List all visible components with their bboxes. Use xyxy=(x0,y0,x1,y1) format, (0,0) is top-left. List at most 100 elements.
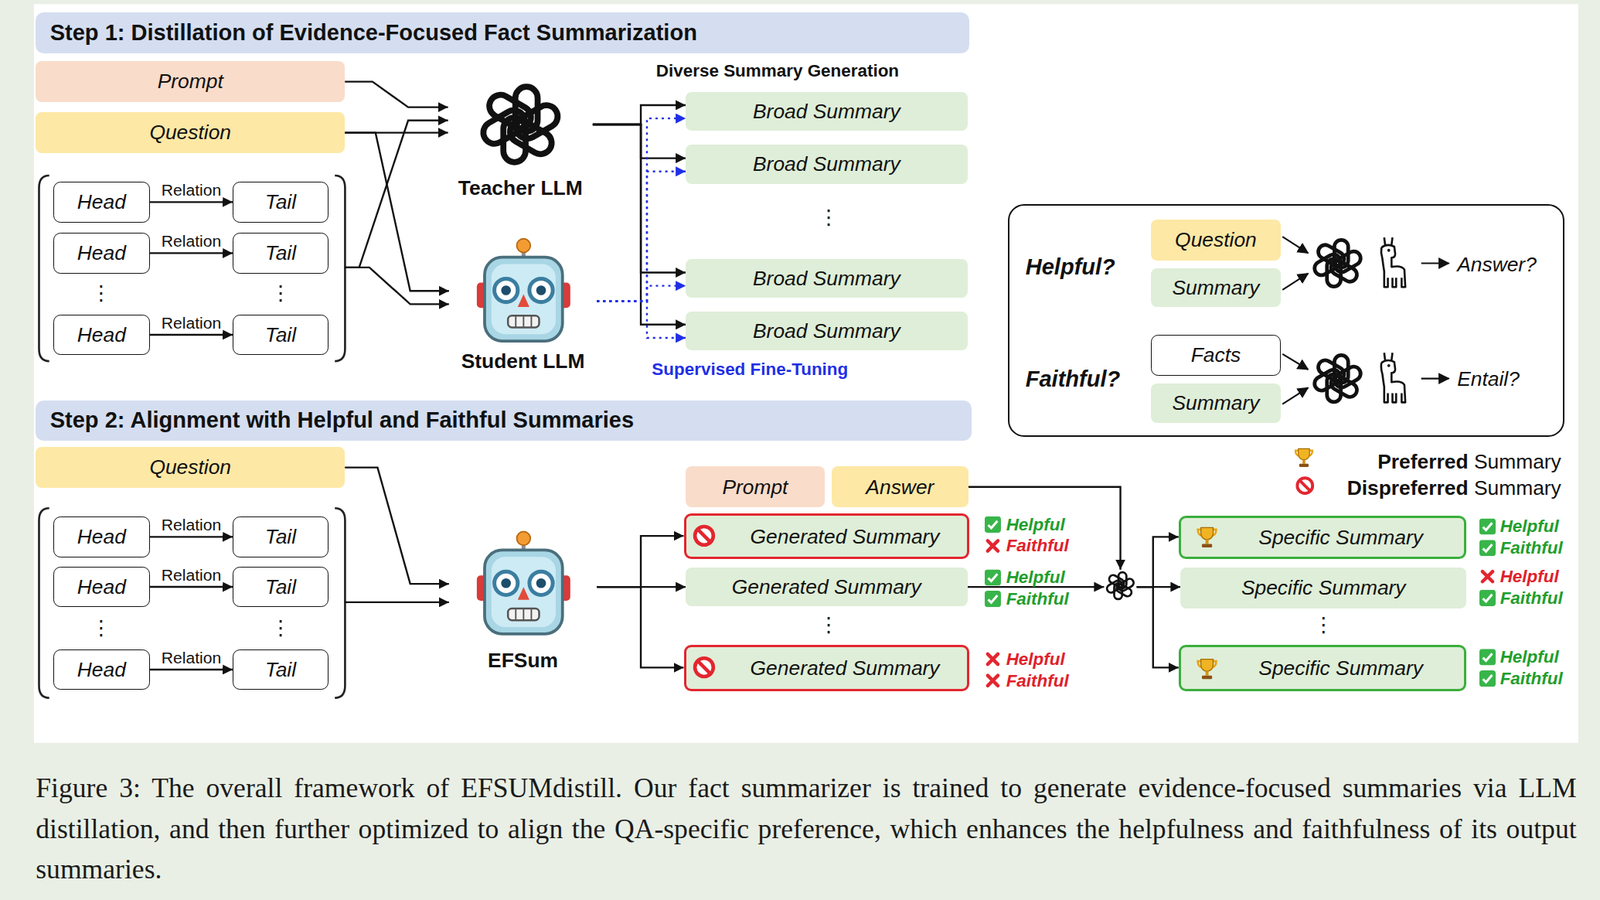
status-label: Faithful xyxy=(1006,535,1069,556)
cross-icon xyxy=(1482,571,1493,582)
flow-arrow xyxy=(149,535,233,538)
summary-box: Specific Summary xyxy=(1180,567,1467,609)
ellipsis-mark: ⋮ xyxy=(270,616,291,640)
check-icon xyxy=(984,590,1001,607)
check-icon xyxy=(984,516,1001,533)
fine-tuning-arrow xyxy=(596,300,686,338)
llm-model: Teacher LLM xyxy=(448,76,593,201)
node-label: Summary xyxy=(1171,391,1260,415)
status-label: Faithful xyxy=(1006,588,1069,610)
robot-icon xyxy=(476,238,571,341)
flow-arrow xyxy=(344,467,450,584)
robot-icon xyxy=(476,531,571,634)
node-label: Specific Summary xyxy=(1258,525,1423,549)
legend-emphasis: Dispreferred xyxy=(1347,476,1469,500)
node-label: Head xyxy=(77,575,126,599)
node-label: Facts xyxy=(1191,343,1242,367)
flow-arrow xyxy=(596,586,684,668)
question-box: Question xyxy=(35,112,345,154)
legend-text: Dispreferred Summary xyxy=(1347,476,1562,500)
ellipsis-mark: ⋮ xyxy=(90,616,111,640)
legend-text: Preferred Summary xyxy=(1377,449,1562,474)
relation-label: Relation xyxy=(160,565,223,585)
bracket xyxy=(334,175,345,361)
ban-icon xyxy=(694,657,714,677)
llama-icon xyxy=(1381,237,1406,287)
node-label: Teacher LLM xyxy=(458,176,583,200)
triple-box: Tail xyxy=(232,232,329,274)
node-label: Generated Summary xyxy=(750,524,940,549)
evaluation-panel: Helpful?Answer?Faithful?Entail?QuestionS… xyxy=(1007,204,1564,437)
ellipsis-mark: ⋮ xyxy=(1313,612,1334,637)
triple-group: HeadTailHeadTailHeadTail xyxy=(38,507,345,698)
step-banner: Step 1: Distillation of Evidence-Focused… xyxy=(35,12,970,54)
node-label: Specific Summary xyxy=(1258,656,1423,680)
node-label: Generated Summary xyxy=(731,575,922,599)
fine-tuning-arrow xyxy=(596,171,686,302)
triple-box: Head xyxy=(53,649,150,691)
trophy-icon xyxy=(1198,527,1217,548)
node-label: Question xyxy=(149,455,232,479)
node-label: Head xyxy=(77,241,126,265)
ellipsis-mark: ⋮ xyxy=(818,205,839,229)
node-label: Question xyxy=(1174,228,1257,252)
summary-box: Broad Summary xyxy=(685,258,967,298)
flow-arrow xyxy=(592,105,686,125)
relation-label: Relation xyxy=(160,180,223,200)
triple-box: Head xyxy=(53,232,150,274)
relation-label: Relation xyxy=(160,231,223,251)
summary-box: Broad Summary xyxy=(685,311,967,351)
bracket xyxy=(38,507,49,698)
triple-box: Tail xyxy=(232,181,329,223)
annotation: Supervised Fine-Tuning xyxy=(651,359,848,380)
llm-model: EFSum xyxy=(449,530,597,674)
triple-box: Head xyxy=(53,314,150,356)
ellipsis-mark: ⋮ xyxy=(818,612,839,637)
flow-arrow xyxy=(344,81,448,108)
node-label: Tail xyxy=(265,524,297,549)
openai-logo xyxy=(1311,354,1363,402)
status-label: Helpful xyxy=(1500,646,1560,668)
trophy-icon xyxy=(1295,448,1313,467)
status-label: Faithful xyxy=(1500,588,1563,609)
preferred-summary-box: Specific Summary xyxy=(1178,644,1467,691)
panel-text: Faithful? xyxy=(1025,366,1121,392)
check-icon xyxy=(1479,517,1496,535)
status-label: Helpful xyxy=(1500,566,1560,587)
figure-caption: Figure 3: The overall framework of EFSUM… xyxy=(35,767,1577,890)
node-label: Head xyxy=(77,323,126,347)
node-label: Prompt xyxy=(721,475,788,499)
flow-arrow xyxy=(344,267,450,305)
flow-arrow xyxy=(968,486,1121,570)
triple-group: HeadTailHeadTailHeadTail xyxy=(38,173,345,361)
status-label: Faithful xyxy=(1500,668,1563,689)
triple-box: Tail xyxy=(232,649,329,691)
question-box: Answer xyxy=(831,466,969,508)
flow-arrow xyxy=(592,124,686,325)
fine-tuning-arrow xyxy=(596,285,686,302)
flow-arrow xyxy=(149,333,233,336)
check-icon xyxy=(1479,539,1496,556)
node-label: Broad Summary xyxy=(752,319,901,343)
status-label: Faithful xyxy=(1006,670,1069,692)
ellipsis-mark: ⋮ xyxy=(270,281,291,305)
bracket xyxy=(334,507,345,698)
flow-arrow xyxy=(149,251,233,254)
dispreferred-summary-box: Generated Summary xyxy=(684,644,971,691)
ellipsis-mark: ⋮ xyxy=(90,281,111,305)
status-label: Faithful xyxy=(1500,537,1563,559)
node-label: Question xyxy=(149,120,232,144)
prompt-box: Prompt xyxy=(35,61,345,103)
panel-text: Helpful? xyxy=(1025,254,1116,280)
node-label: Prompt xyxy=(157,69,224,93)
summary-box: Broad Summary xyxy=(685,91,967,131)
legend-rest: Summary xyxy=(1468,476,1562,500)
status-label: Helpful xyxy=(1500,516,1560,537)
node-label: Summary xyxy=(1171,275,1260,300)
flow-arrow xyxy=(149,200,233,203)
relation-label: Relation xyxy=(160,515,223,535)
flow-arrow xyxy=(344,601,450,603)
node-label: Tail xyxy=(265,190,297,214)
check-icon xyxy=(1479,670,1496,687)
